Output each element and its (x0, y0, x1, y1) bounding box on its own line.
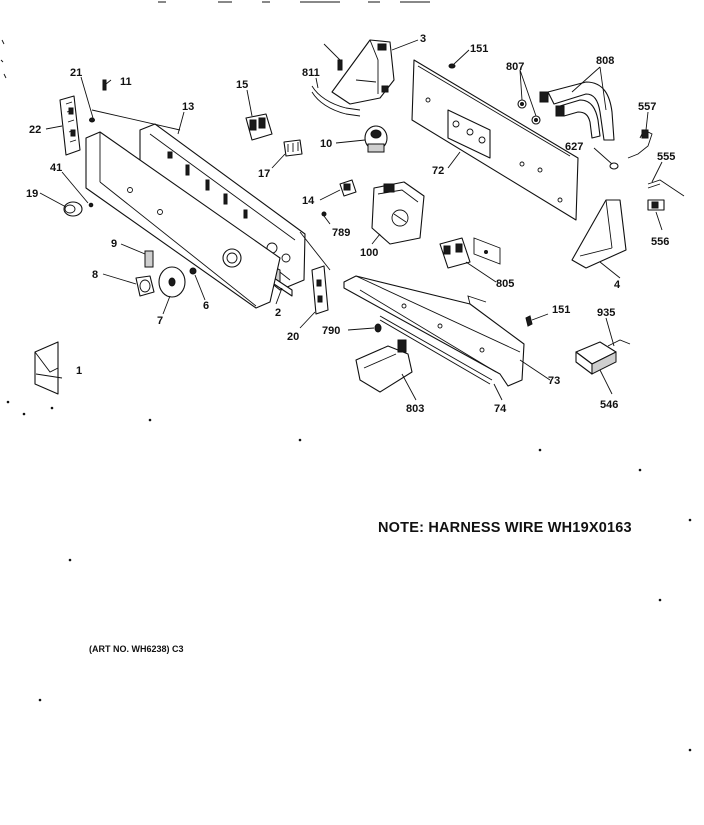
part-1-manual (34, 341, 59, 395)
part-15-switch (245, 113, 273, 141)
scan-dots (6, 400, 692, 752)
part-100-timer (371, 181, 425, 245)
label-14: 14 (302, 195, 315, 207)
label-22: 22 (29, 124, 41, 136)
top-edge-fragments (0, 1, 430, 79)
label-100: 100 (360, 247, 378, 259)
art-number: (ART NO. WH6238) C3 (89, 644, 184, 654)
label-557: 557 (638, 101, 656, 113)
part-4-bracket (571, 199, 627, 269)
label-4: 4 (614, 279, 621, 291)
part-41-clip (88, 202, 94, 208)
part-20-end-cap (299, 231, 331, 315)
label-789: 789 (332, 227, 350, 239)
part-71-screw (337, 59, 343, 71)
part-546-module (575, 341, 617, 375)
part-72-back-panel (411, 59, 579, 221)
label-790: 790 (322, 325, 340, 337)
part-6-washer (189, 267, 197, 275)
part-19-knob (63, 201, 83, 217)
label-10: 10 (320, 138, 332, 150)
part-811-hose (311, 85, 361, 117)
part-935-wire (607, 339, 631, 347)
part-9-spring (144, 250, 154, 268)
label-803: 803 (406, 403, 424, 415)
part-151-screw-lower (525, 315, 533, 327)
part-803-valve (355, 339, 413, 393)
part-808-hoses (539, 81, 615, 141)
label-41: 41 (50, 162, 62, 174)
label-6: 6 (203, 300, 209, 312)
part-10-valve (364, 125, 388, 153)
label-72: 72 (432, 165, 444, 177)
label-3: 3 (420, 33, 426, 45)
label-19: 19 (26, 188, 38, 200)
label-21: 21 (70, 67, 82, 79)
control-panel-face (85, 109, 281, 309)
label-627: 627 (565, 141, 583, 153)
part-74-strip (379, 315, 493, 385)
leader-lines (35, 39, 663, 401)
label-74: 74 (494, 403, 507, 415)
label-556: 556 (651, 236, 669, 248)
label-1: 1 (76, 365, 82, 377)
part-11-screw (102, 79, 107, 91)
label-15: 15 (236, 79, 248, 91)
label-11: 11 (120, 76, 132, 88)
label-9: 9 (111, 238, 117, 250)
label-808: 808 (596, 55, 614, 67)
label-805: 805 (496, 278, 514, 290)
part-73-base-panel (343, 275, 525, 387)
part-789-screw (321, 211, 327, 217)
label-935: 935 (597, 307, 615, 319)
part-556-connector (647, 199, 665, 211)
part-805-switch (439, 237, 501, 269)
part-labels: 21 11 22 41 19 13 9 8 7 6 1 15 17 2 20 3… (26, 33, 675, 415)
part-7-dial (158, 266, 186, 298)
harness-wire-note: NOTE: HARNESS WIRE WH19X0163 (378, 520, 632, 536)
part-3-bracket (331, 39, 395, 105)
label-20: 20 (287, 331, 299, 343)
part-790-screw (374, 323, 382, 333)
label-17: 17 (258, 168, 270, 180)
part-151-screw-top (448, 63, 456, 69)
label-546: 546 (600, 399, 618, 411)
label-8: 8 (92, 269, 98, 281)
label-7: 7 (157, 315, 163, 327)
part-807-nuts (517, 99, 541, 125)
part-14-clip (339, 179, 357, 197)
label-811: 811 (302, 67, 320, 79)
label-73: 73 (548, 375, 560, 387)
part-557-wire (627, 129, 653, 159)
part-22-end-cap (59, 95, 81, 156)
part-555-wire (647, 179, 685, 197)
label-151-lower: 151 (552, 304, 570, 316)
part-8-knob-cap (135, 275, 155, 297)
label-807: 807 (506, 61, 524, 73)
label-151-top: 151 (470, 43, 488, 55)
label-555: 555 (657, 151, 675, 163)
label-13: 13 (182, 101, 194, 113)
label-2: 2 (275, 307, 281, 319)
part-627-clip (609, 162, 619, 170)
part-21-screw (89, 117, 95, 123)
part-17-switch (283, 139, 303, 157)
